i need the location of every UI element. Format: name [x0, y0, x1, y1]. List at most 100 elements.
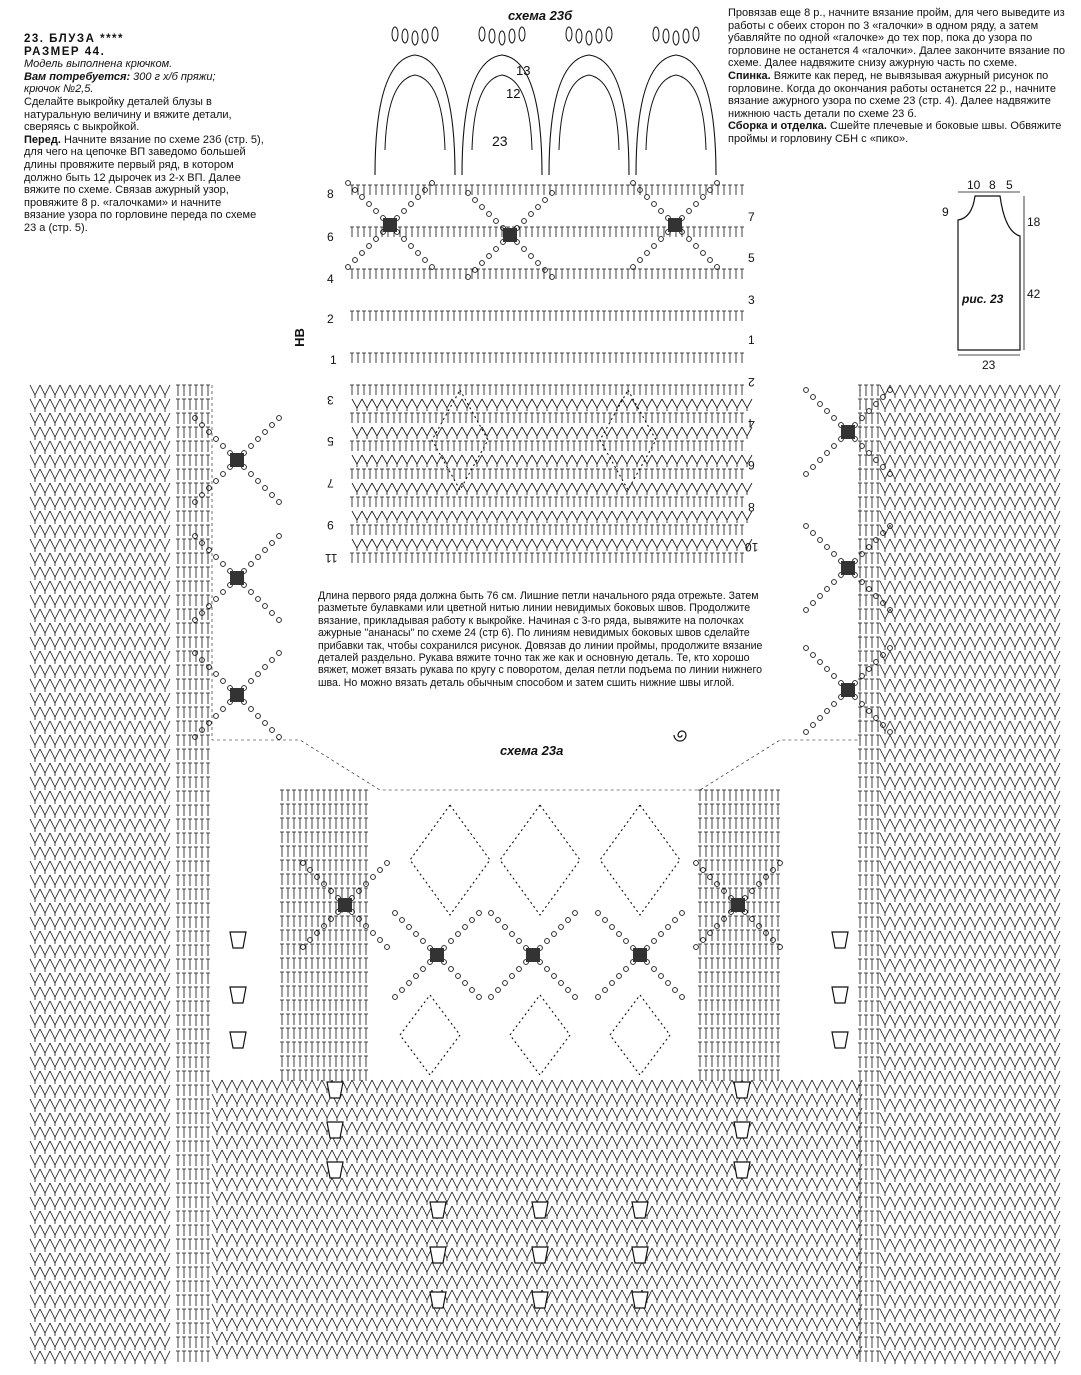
chain-dot [630, 264, 636, 270]
chain-dot [314, 930, 320, 936]
chain-dot [206, 720, 212, 726]
chain-dot [448, 966, 454, 972]
chain-dot [630, 180, 636, 186]
chain-dot [192, 617, 198, 623]
middle-text-block: Длина первого ряда должна быть 76 см. Ли… [318, 590, 766, 689]
chain-dot [528, 253, 534, 259]
chain-dot [565, 987, 571, 993]
chain-dot [493, 218, 499, 224]
chain-dot [255, 478, 261, 484]
chain-dot [373, 236, 379, 242]
chain-dot [399, 917, 405, 923]
chain-dot [873, 537, 879, 543]
chain-dot [502, 980, 508, 986]
picot-loop [421, 28, 429, 44]
chain-dot [248, 706, 254, 712]
chain-dot [276, 617, 282, 623]
chain-dot [366, 201, 372, 207]
chain-dot [220, 443, 226, 449]
chain-dot [359, 250, 365, 256]
chain-dot [528, 211, 534, 217]
chain-dot [486, 253, 492, 259]
chain-dot [763, 930, 769, 936]
chain-dot [859, 443, 865, 449]
chain-dot [572, 910, 578, 916]
chain-dot [824, 708, 830, 714]
chain-dot [213, 554, 219, 560]
chain-dot [328, 916, 334, 922]
chain-dot [887, 729, 893, 735]
chain-dot [509, 973, 515, 979]
cluster-stitch-icon [229, 986, 247, 1004]
chain-dot [486, 211, 492, 217]
chain-dot [859, 551, 865, 557]
chain-dot [558, 980, 564, 986]
chain-dot [213, 713, 219, 719]
chain-dot [206, 485, 212, 491]
chain-dot [651, 243, 657, 249]
chain-dot [213, 436, 219, 442]
stitch-marks [29, 184, 1061, 1364]
picot-loop [508, 28, 516, 44]
chain-dot [370, 874, 376, 880]
chain-dot [544, 966, 550, 972]
chain-dot [206, 603, 212, 609]
chain-dot [392, 910, 398, 916]
chain-dot [429, 264, 435, 270]
dim-right-top: 18 [1027, 215, 1041, 229]
chain-dot [565, 917, 571, 923]
chain-dot [406, 980, 412, 986]
scheme-23b-label: схема 23б [508, 8, 573, 23]
chain-dot [595, 910, 601, 916]
chain-dot [866, 708, 872, 714]
arch [461, 54, 543, 176]
chain-dot [199, 422, 205, 428]
chain-dot [623, 938, 629, 944]
picot-loop [565, 26, 573, 42]
row-number: 1 [748, 333, 755, 347]
chain-dot [406, 924, 412, 930]
chain-dot [509, 931, 515, 937]
pineapple-motif [630, 180, 720, 270]
chain-dot [651, 938, 657, 944]
chain-dot [803, 729, 809, 735]
chain-dot [658, 931, 664, 937]
dim-top-2: 8 [989, 178, 996, 192]
chain-dot [831, 415, 837, 421]
chain-dot [377, 937, 383, 943]
chain-dot [756, 881, 762, 887]
chain-dot [516, 966, 522, 972]
chain-dot [269, 610, 275, 616]
chain-dot [300, 944, 306, 950]
chain-dot [651, 201, 657, 207]
dim-top-3: 5 [1006, 178, 1013, 192]
pineapple-motif [192, 650, 282, 740]
chain-dot [672, 917, 678, 923]
chain-dot [455, 973, 461, 979]
row-number: 1 [330, 353, 337, 367]
arch-inner [471, 74, 533, 151]
dim-top-1: 10 [967, 178, 981, 192]
picot-loop [595, 28, 603, 44]
chain-dot [413, 973, 419, 979]
back-label: Спинка. [728, 69, 771, 82]
chain-dot [887, 471, 893, 477]
back-text: Вяжите как перед, не вывязывая ажурный р… [728, 69, 1056, 120]
chain-dot [679, 994, 685, 1000]
chain-dot [817, 715, 823, 721]
chain-dot [199, 540, 205, 546]
chain-dot [887, 607, 893, 613]
chain-dot [873, 593, 879, 599]
chain-dot [199, 727, 205, 733]
chain-dot [465, 190, 471, 196]
chain-dot [770, 867, 776, 873]
chain-dot [255, 713, 261, 719]
chain-dot [269, 540, 275, 546]
chain-dot [488, 910, 494, 916]
chain-dot [558, 924, 564, 930]
picot-loop [672, 30, 680, 46]
chain-dot [479, 260, 485, 266]
arch-group [374, 26, 717, 176]
chain-dot [359, 194, 365, 200]
chain-dot [521, 246, 527, 252]
